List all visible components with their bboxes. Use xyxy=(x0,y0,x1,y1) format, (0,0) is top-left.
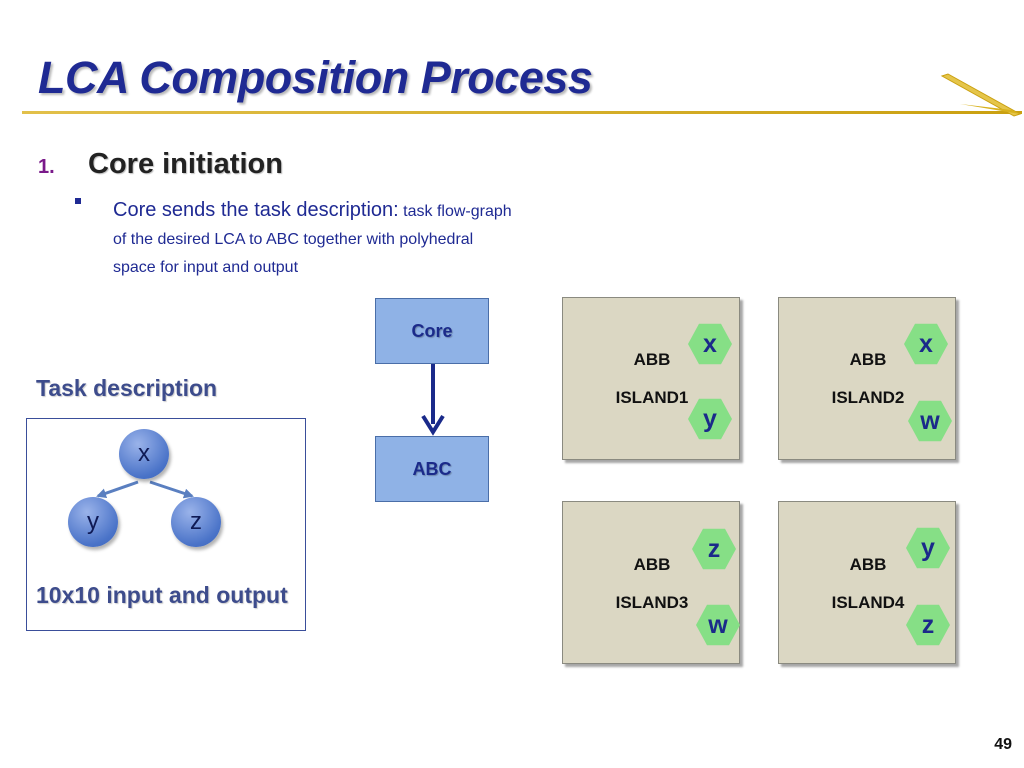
bullet-square-icon xyxy=(75,198,81,204)
title-rule xyxy=(22,111,1022,114)
island-name: ISLAND3 xyxy=(615,593,689,612)
task-graph-edges xyxy=(96,480,194,499)
core-to-abc-arrow xyxy=(421,364,445,436)
island-abb-label: ABB xyxy=(633,555,671,574)
section-heading: Core initiation xyxy=(88,148,283,180)
island-abb-label: ABB xyxy=(849,350,887,369)
bullet-lead: Core sends the task description: xyxy=(113,199,399,221)
island-abb-label: ABB xyxy=(849,555,887,574)
island-abb-label: ABB xyxy=(633,350,671,369)
page-number: 49 xyxy=(994,736,1012,753)
island-name: ISLAND4 xyxy=(831,593,905,612)
task-node-x: x xyxy=(119,429,169,479)
core-box: Core xyxy=(375,298,489,364)
abc-box: ABC xyxy=(375,436,489,502)
task-io-label: 10x10 input and output xyxy=(36,582,288,608)
bullet-rest: task flow-graph of the desired LCA to AB… xyxy=(113,203,512,276)
bullet-text: Core sends the task description: task fl… xyxy=(113,196,513,282)
slide-title: LCA Composition Process xyxy=(38,52,593,103)
task-node-z: z xyxy=(171,497,221,547)
list-number: 1. xyxy=(38,156,55,178)
island-name: ISLAND1 xyxy=(615,388,689,407)
task-description-title: Task description xyxy=(36,375,218,401)
corner-arrow-decoration xyxy=(940,73,1022,117)
task-node-y: y xyxy=(68,497,118,547)
island-name: ISLAND2 xyxy=(831,388,905,407)
